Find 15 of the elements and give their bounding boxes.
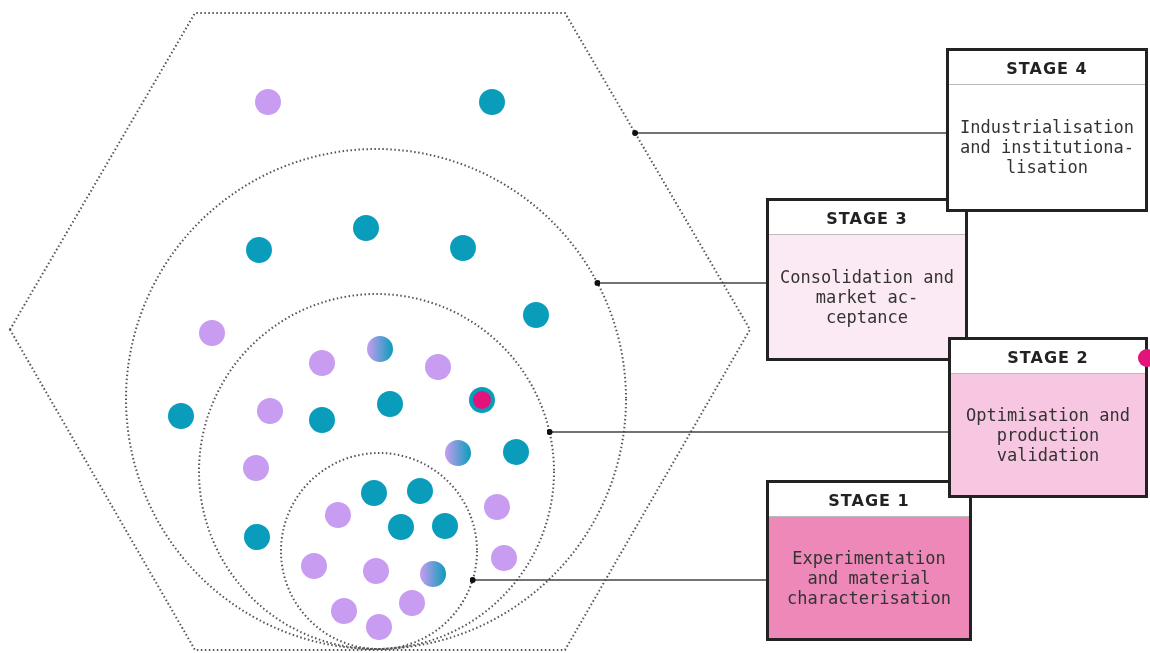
stage-description: Consolidation and market ac-ceptance [779,266,955,327]
stage-card [766,198,968,361]
stage-heading: STAGE 3 [769,201,965,235]
leader-line [546,429,949,435]
stage-heading: STAGE 1 [769,483,969,517]
stage-card [946,48,1148,212]
leader-line [469,577,767,583]
stage-description: Optimisation and production validation [965,404,1131,465]
stage-card [948,337,1148,498]
leader-line [594,280,767,286]
stage-description: Industrialisation and institutiona-lisation [959,117,1135,177]
stage-description: Experimentation and material characterisation [786,547,952,608]
stage-card [766,480,972,641]
stage-heading: STAGE 2 [951,340,1145,374]
leader-line [632,130,947,136]
